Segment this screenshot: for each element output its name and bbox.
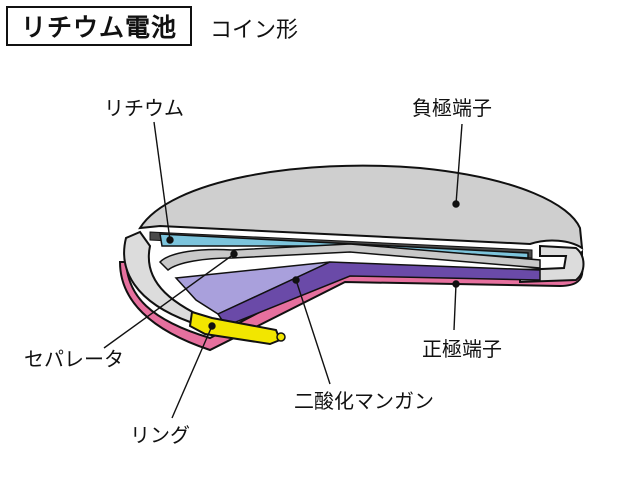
label-positive-terminal: 正極端子 xyxy=(422,337,502,361)
page-subtitle: コイン形 xyxy=(210,18,299,43)
leader-positive-terminal xyxy=(453,283,457,331)
leader-separator xyxy=(103,253,235,349)
ring-tab-icon xyxy=(276,332,286,342)
label-separator: セパレータ xyxy=(24,347,124,371)
title-box: リチウム電池 xyxy=(6,6,192,46)
leader-lithium xyxy=(153,121,171,241)
label-ring: リング xyxy=(130,423,190,447)
label-negative-terminal: 負極端子 xyxy=(412,96,492,120)
leader-ring xyxy=(171,325,213,419)
ring-shape xyxy=(188,310,282,346)
leader-negative-terminal xyxy=(455,123,463,205)
label-manganese-dioxide: 二酸化マンガン xyxy=(294,389,434,413)
label-lithium: リチウム xyxy=(104,96,184,120)
inner-lid-shape xyxy=(158,243,541,272)
page-title: リチウム電池 xyxy=(20,13,177,42)
leader-manganese xyxy=(295,279,331,385)
negative-terminal-shape xyxy=(138,164,584,251)
